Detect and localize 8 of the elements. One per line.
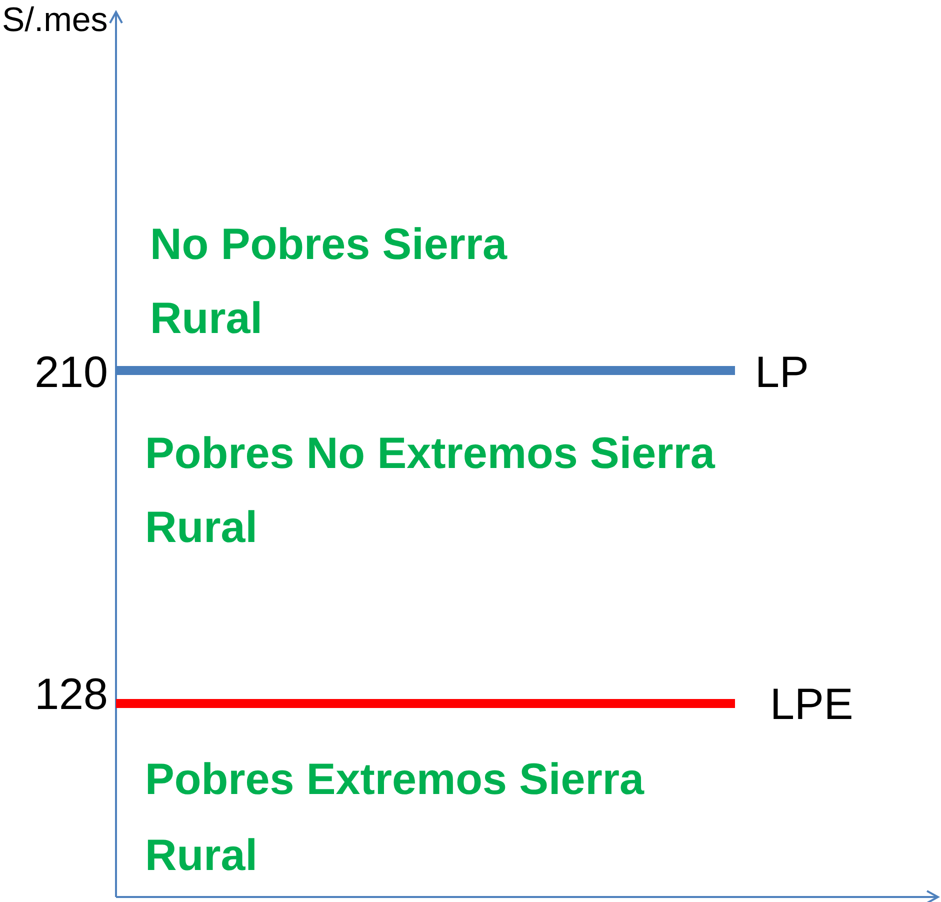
- tick-label: 210: [34, 348, 108, 398]
- region-label: No Pobres Sierra Rural: [150, 219, 508, 345]
- line-label: LPE: [770, 680, 854, 730]
- tick-label: 128: [34, 670, 108, 720]
- axis-title: S/.mes: [2, 0, 109, 40]
- region-label: Pobres No Extremos Sierra Rural: [145, 428, 716, 554]
- line-label: LP: [755, 348, 810, 398]
- region-label: Pobres Extremos Sierra Rural: [145, 754, 646, 882]
